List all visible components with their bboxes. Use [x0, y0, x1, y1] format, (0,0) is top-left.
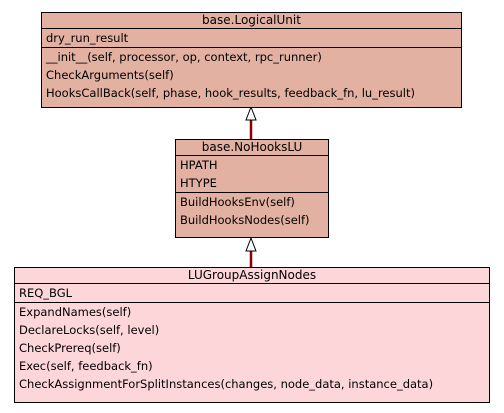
inheritance-arrowhead-nohooks [245, 236, 257, 252]
attributes-section: REQ_BGL [15, 284, 489, 303]
attribute: dry_run_result [46, 31, 129, 45]
method: BuildHooksNodes(self) [180, 213, 310, 227]
method: __init__(self, processor, op, context, r… [46, 50, 322, 64]
method: BuildHooksEnv(self) [180, 195, 295, 209]
attributes-section: dry_run_result [42, 29, 461, 48]
attribute: REQ_BGL [19, 286, 73, 300]
attribute: HTYPE [180, 176, 217, 190]
inheritance-arrowhead-logicalunit [245, 105, 257, 121]
method: CheckAssignmentForSplitInstances(changes… [19, 377, 434, 391]
methods-section: BuildHooksEnv(self) BuildHooksNodes(self… [176, 193, 328, 229]
class-logical-unit: base.LogicalUnit dry_run_result __init__… [41, 12, 462, 108]
method: HooksCallBack(self, phase, hook_results,… [46, 86, 415, 100]
methods-section: __init__(self, processor, op, context, r… [42, 48, 461, 102]
class-name: base.NoHooksLU [176, 140, 328, 156]
class-lu-group-assign-nodes: LUGroupAssignNodes REQ_BGL ExpandNames(s… [14, 267, 490, 403]
attribute: HPATH [180, 158, 218, 172]
method: CheckPrereq(self) [19, 341, 121, 355]
methods-section: ExpandNames(self) DeclareLocks(self, lev… [15, 303, 489, 393]
method: CheckArguments(self) [46, 68, 174, 82]
class-name: LUGroupAssignNodes [15, 268, 489, 284]
method: DeclareLocks(self, level) [19, 323, 160, 337]
method: ExpandNames(self) [19, 305, 132, 319]
attributes-section: HPATH HTYPE [176, 156, 328, 193]
class-no-hooks-lu: base.NoHooksLU HPATH HTYPE BuildHooksEnv… [175, 139, 329, 238]
class-name: base.LogicalUnit [42, 13, 461, 29]
method: Exec(self, feedback_fn) [19, 359, 153, 373]
